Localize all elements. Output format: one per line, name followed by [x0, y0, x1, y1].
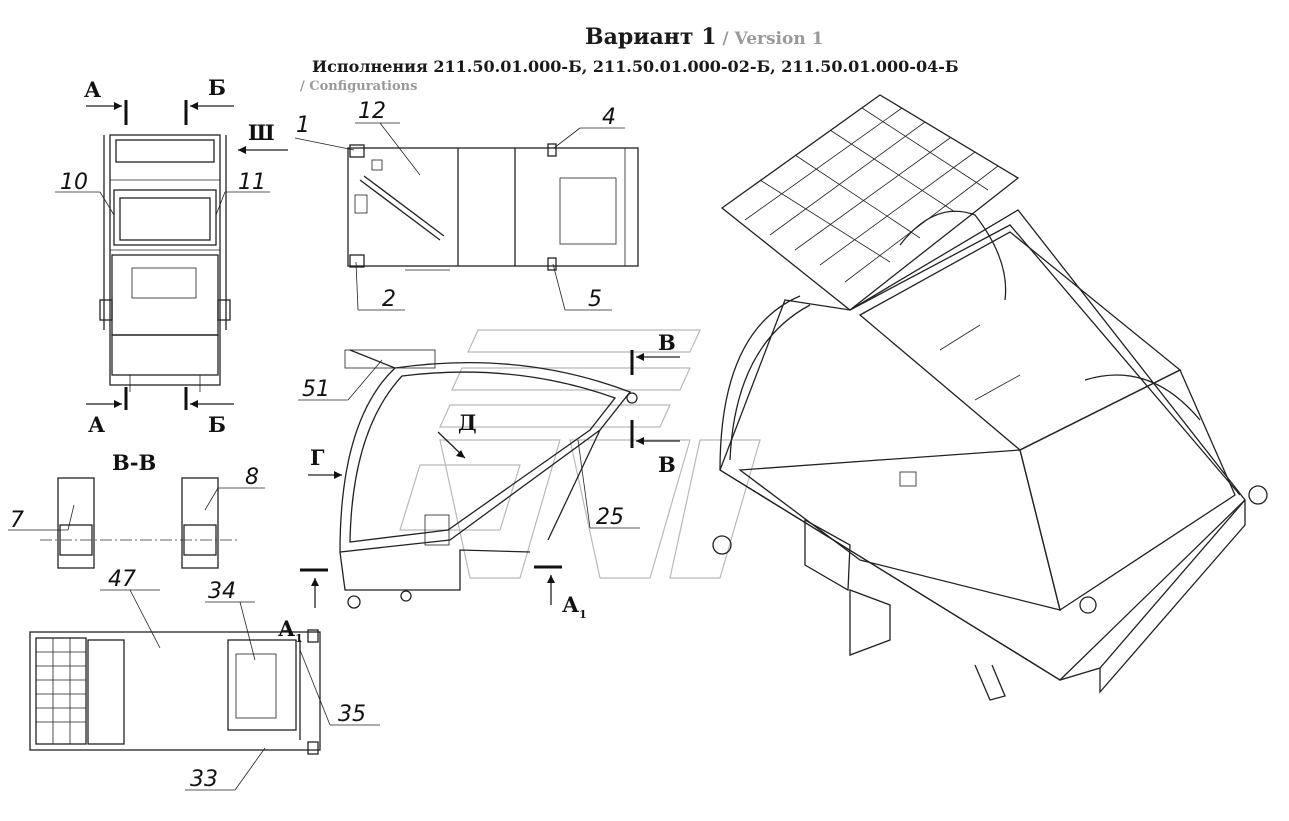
section-vv — [40, 477, 240, 569]
callout-35: 35 — [338, 702, 366, 727]
section-label-a1-left: А1 — [278, 616, 303, 645]
callout-1: 1 — [296, 113, 310, 138]
top-view — [347, 143, 639, 271]
callout-4: 4 — [602, 105, 616, 130]
callout-51: 51 — [302, 377, 330, 402]
front-view — [99, 134, 231, 392]
callout-33: 33 — [190, 767, 218, 792]
callout-11: 11 — [238, 170, 266, 195]
view-label-g: Г — [310, 445, 325, 470]
isometric-view — [712, 94, 1268, 701]
section-label-v-top: В — [658, 330, 676, 355]
drawing-subtitle-en: / Configurations — [300, 79, 417, 94]
view-label-d: Д — [458, 410, 477, 435]
watermark-logo — [399, 329, 761, 579]
callout-25: 25 — [596, 505, 624, 530]
section-label-a-bottom: А — [88, 412, 105, 437]
section-label-a-top: А — [84, 77, 101, 102]
callout-12: 12 — [358, 99, 386, 124]
callout-47: 47 — [108, 567, 136, 592]
section-title-vv: В-В — [112, 450, 156, 475]
drawing-subtitle: Исполнения 211.50.01.000-Б, 211.50.01.00… — [312, 57, 959, 76]
bottom-view — [29, 629, 321, 755]
callout-10: 10 — [60, 170, 88, 195]
section-marks-v — [308, 350, 680, 479]
callout-8: 8 — [245, 465, 259, 490]
callout-7: 7 — [10, 508, 24, 533]
section-label-v-bottom: В — [658, 452, 676, 477]
section-label-a1-right: А1 — [562, 592, 587, 621]
callout-5: 5 — [588, 287, 602, 312]
callout-2: 2 — [382, 287, 396, 312]
view-label-sh: Ш — [248, 120, 275, 145]
side-view — [339, 349, 638, 609]
section-label-b-top: Б — [208, 75, 226, 100]
section-marks-a1 — [300, 565, 562, 608]
section-label-b-bottom: Б — [208, 412, 226, 437]
callout-34: 34 — [208, 579, 236, 604]
drawing-title: Вариант 1 / Version 1 — [585, 24, 823, 50]
section-marks-ab — [86, 100, 288, 410]
